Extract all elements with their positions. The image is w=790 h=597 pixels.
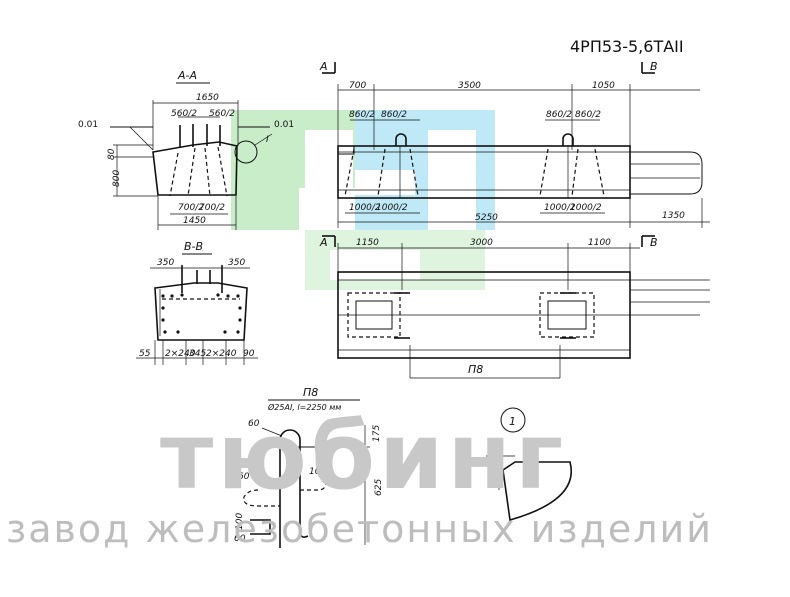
plan-opening-left <box>347 292 401 338</box>
loop-d60b: 60 <box>238 472 250 482</box>
loop-d60a: 60 <box>248 419 260 429</box>
aa-half-left: 560/2 <box>171 109 197 119</box>
elev-beam-outline <box>337 145 631 199</box>
elev-t860a: 860/2 <box>349 110 375 120</box>
bb-b345: 345 <box>189 349 206 359</box>
elev-cut-b-top: В <box>650 60 658 73</box>
loop-d625: 625 <box>374 479 384 496</box>
bb-b55: 55 <box>139 349 151 359</box>
rebar-dots <box>161 293 242 334</box>
section-aa: А-А 1650 560/2 560/2 0.01 0.01 I <box>78 69 294 230</box>
elev-b1000a: 1000/2 <box>349 203 381 213</box>
elev-protrusion <box>630 151 703 195</box>
elev-cut-a-bottom: А <box>319 236 328 249</box>
elev-cut-b-bottom: В <box>650 236 658 249</box>
elevation-view: А А В В 700 3500 1050 860/2 860/2 860/2 … <box>319 60 710 249</box>
aa-b700r: 700/2 <box>199 203 225 213</box>
aa-top-width: 1650 <box>196 93 219 103</box>
watermark-sub: завод железобетонных изделий <box>6 507 713 551</box>
loop-d60c: 60 <box>234 534 246 544</box>
drawing-title: 4РП53-5,6ТАII <box>570 37 684 56</box>
section-bb: В-В 350 350 55 2×240 345 2×240 90 <box>136 240 258 365</box>
detail-1-circle <box>500 407 526 433</box>
elev-b1000d: 1000/2 <box>570 203 602 213</box>
elev-d1050: 1050 <box>592 81 615 91</box>
plan-loop-label: П8 <box>468 363 483 376</box>
aa-tol-right: 0.01 <box>274 120 294 130</box>
detail-1-callout: 1 <box>509 415 516 428</box>
elev-b1000b: 1000/2 <box>376 203 408 213</box>
detail-1-d30a: 30 <box>488 445 500 455</box>
loop-detail: П8 Ø25АI, l=2250 мм 60 175 625 100 60 10… <box>234 386 384 548</box>
loop-d175: 175 <box>372 425 382 442</box>
elev-d3500: 3500 <box>458 81 481 91</box>
bb-b240r: 2×240 <box>206 349 237 359</box>
bb-b90: 90 <box>243 349 255 359</box>
watermark-logo <box>231 110 495 290</box>
plan-view: 1150 3000 1100 П8 <box>337 238 710 379</box>
plan-d1150: 1150 <box>356 238 379 248</box>
detail-callout-circle <box>234 140 258 164</box>
aa-half-right: 560/2 <box>209 109 235 119</box>
loop-d100b: 100 <box>235 513 245 530</box>
aa-bottom-width: 1450 <box>183 216 206 226</box>
loop-label: П8 <box>303 386 318 399</box>
bb-left: 350 <box>157 258 174 268</box>
aa-callout: I <box>266 135 269 145</box>
aa-tol-left: 0.01 <box>78 120 98 130</box>
section-bb-outline <box>154 282 248 341</box>
loop-d100a: 100 <box>309 467 326 477</box>
elev-cut-a-top: А <box>319 60 328 73</box>
section-aa-label: А-А <box>177 69 197 82</box>
watermark-main: тюбинг <box>160 403 567 510</box>
bb-b240l: 2×240 <box>165 349 196 359</box>
loop-shape <box>279 429 309 548</box>
elev-t860d: 860/2 <box>575 110 601 120</box>
detail-1-d30b: 30 <box>488 474 498 486</box>
bb-right: 350 <box>228 258 245 268</box>
plan-d1100: 1100 <box>588 238 611 248</box>
loop-spec: Ø25АI, l=2250 мм <box>267 402 341 412</box>
elev-t860b: 860/2 <box>381 110 407 120</box>
detail-1: 1 30 30 <box>486 407 572 522</box>
elev-d5250: 5250 <box>475 213 498 223</box>
detail-1-shape <box>502 461 572 522</box>
elev-d700: 700 <box>349 81 366 91</box>
elev-b1000c: 1000/2 <box>544 203 576 213</box>
elev-d1350: 1350 <box>662 211 685 221</box>
elev-t860c: 860/2 <box>546 110 572 120</box>
plan-d3000: 3000 <box>470 238 493 248</box>
aa-h80: 80 <box>107 148 117 160</box>
aa-b700l: 700/2 <box>178 203 204 213</box>
section-bb-label: В-В <box>184 240 203 253</box>
aa-h800: 800 <box>112 170 122 187</box>
